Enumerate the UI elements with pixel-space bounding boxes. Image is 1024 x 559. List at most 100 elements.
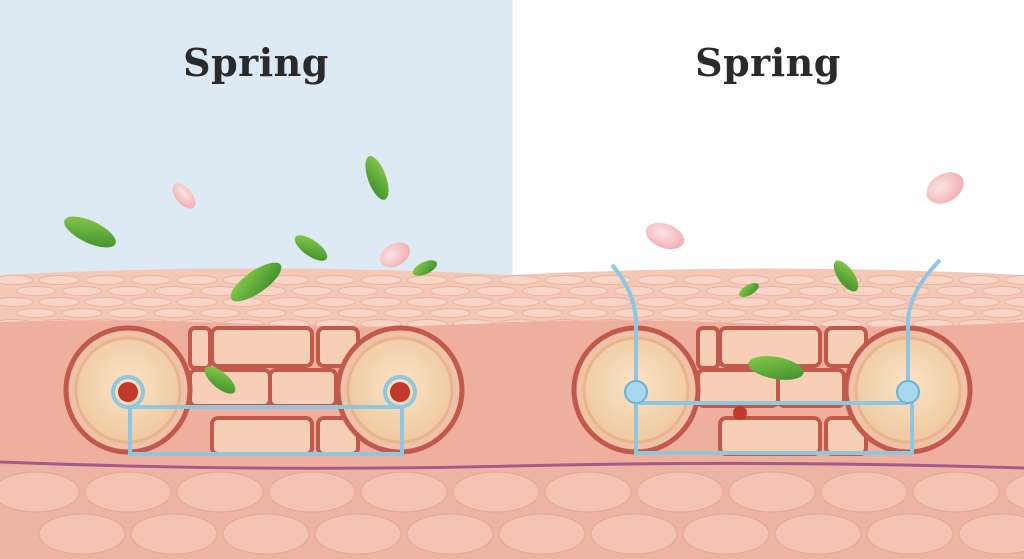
skin-cell xyxy=(935,286,977,296)
petal-icon xyxy=(926,172,964,204)
skin-cell xyxy=(636,471,724,513)
skin-cell xyxy=(544,471,632,513)
skin-cell xyxy=(337,308,379,318)
skin-cell xyxy=(61,286,103,296)
skin-cell xyxy=(820,297,862,307)
skin-cell xyxy=(958,513,1024,555)
skin-cell xyxy=(774,297,816,307)
skin-cell xyxy=(866,297,908,307)
skin-cell xyxy=(1004,297,1024,307)
right-tissue-bricks xyxy=(696,326,868,456)
skin-cell xyxy=(176,471,264,513)
skin-cell xyxy=(866,513,954,555)
skin-cell xyxy=(383,308,425,318)
skin-cell xyxy=(659,286,701,296)
skin-cell xyxy=(153,286,195,296)
skin-cell xyxy=(567,308,609,318)
skin-cell xyxy=(15,286,57,296)
skin-cell xyxy=(406,297,448,307)
skin-cell xyxy=(199,308,241,318)
left-sky-background xyxy=(0,0,512,300)
skin-cell xyxy=(176,297,218,307)
skin-cell xyxy=(406,513,494,555)
skin-cell xyxy=(429,308,471,318)
skin-cell xyxy=(0,297,34,307)
skin-cell xyxy=(107,308,149,318)
nerve-line xyxy=(0,460,1024,470)
skin-cell xyxy=(314,297,356,307)
skin-cell xyxy=(0,275,34,285)
skin-cell xyxy=(728,471,816,513)
skin-cell xyxy=(360,275,402,285)
petal-icon xyxy=(645,222,685,250)
skin-cell xyxy=(521,286,563,296)
skin-cell xyxy=(475,308,517,318)
skin-cell xyxy=(291,308,333,318)
skin-cell xyxy=(498,513,586,555)
skin-cell xyxy=(130,297,172,307)
leaf-icon xyxy=(748,356,804,380)
skin-cell xyxy=(912,297,954,307)
skin-cell xyxy=(38,275,80,285)
skin-cell xyxy=(774,513,862,555)
right-sky-background xyxy=(512,0,1024,300)
skin-cell xyxy=(705,308,747,318)
left-vessel-loop xyxy=(111,375,417,456)
skin-cell xyxy=(360,297,402,307)
skin-cell xyxy=(84,471,172,513)
skin-cell xyxy=(452,275,494,285)
skin-cell xyxy=(314,513,402,555)
skin-cell xyxy=(498,297,540,307)
left-red-node-2 xyxy=(390,382,410,402)
left-tissue-bricks xyxy=(188,326,360,456)
skin-cell xyxy=(268,297,310,307)
skin-cell xyxy=(728,297,770,307)
skin-cell xyxy=(452,471,540,513)
epidermis-layer xyxy=(0,268,1024,330)
right-blue-node-2 xyxy=(896,380,920,404)
leaf-icon xyxy=(64,216,116,248)
skin-cell xyxy=(130,275,172,285)
skin-cell xyxy=(797,286,839,296)
skin-cell xyxy=(843,308,885,318)
skin-cell xyxy=(958,275,1000,285)
leaf-icon xyxy=(365,156,389,200)
skin-cell xyxy=(0,471,80,513)
leaf-icon xyxy=(739,283,759,297)
skin-cell xyxy=(751,308,793,318)
skin-cell xyxy=(682,513,770,555)
skin-cell xyxy=(314,275,356,285)
skin-cell xyxy=(38,513,126,555)
skin-cell xyxy=(360,471,448,513)
left-red-node-1 xyxy=(118,382,138,402)
skin-cell xyxy=(1004,275,1024,285)
skin-cell xyxy=(38,297,80,307)
leaf-icon xyxy=(230,262,282,302)
leaf-icon xyxy=(204,366,236,394)
skin-cell xyxy=(544,275,586,285)
skin-cell xyxy=(981,308,1023,318)
skin-cell xyxy=(84,297,126,307)
skin-cell xyxy=(958,297,1000,307)
skin-cell xyxy=(291,286,333,296)
skin-cell xyxy=(682,297,724,307)
skin-cell xyxy=(15,308,57,318)
skin-cell xyxy=(567,286,609,296)
skin-cell xyxy=(774,275,816,285)
skin-cell xyxy=(383,286,425,296)
skin-cell xyxy=(935,308,977,318)
skin-cell xyxy=(1004,474,1024,510)
skin-cell xyxy=(636,297,678,307)
skin-cell xyxy=(245,308,287,318)
skin-cell xyxy=(130,513,218,555)
skin-cell xyxy=(544,297,586,307)
skin-cell xyxy=(521,308,563,318)
skin-cell xyxy=(820,471,908,513)
skin-cell xyxy=(222,513,310,555)
skin-cell xyxy=(475,286,517,296)
hypodermis-layer xyxy=(0,466,1024,559)
skin-cell xyxy=(406,275,448,285)
skin-cell xyxy=(728,275,770,285)
petal-icon xyxy=(172,183,196,209)
